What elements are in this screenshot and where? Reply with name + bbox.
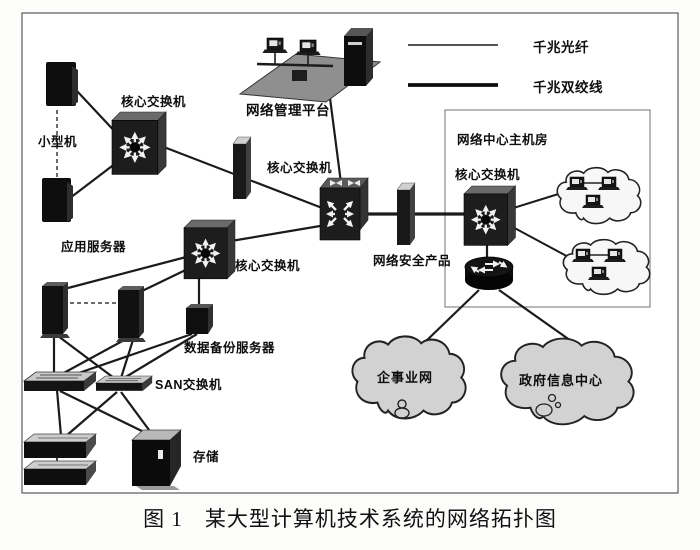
machine-room-box: [444, 109, 651, 308]
disk-array-1-icon: [23, 433, 97, 459]
label-mgmt-platform: 网络管理平台: [246, 103, 330, 118]
server-tower-icon: [116, 286, 146, 342]
label-core-switch-center: 核心交换机: [267, 161, 333, 175]
label-core-switch-left: 核心交换机: [235, 259, 301, 273]
disk-array-2-icon: [23, 460, 97, 486]
gov-cloud-icon: [500, 337, 635, 426]
backup-server-icon: [186, 304, 213, 334]
enterprise-cloud-icon: [351, 335, 467, 420]
label-core-switch-room: 核心交换机: [455, 168, 521, 182]
room-core-switch-icon: [464, 186, 515, 245]
lan-cloud-1: [556, 166, 642, 225]
label-machine-room: 网络中心主机房: [457, 133, 549, 147]
mgmt-platform-icon: [238, 28, 382, 103]
label-gov-cloud: 政府信息中心: [519, 373, 604, 388]
core-switch-3-icon: [184, 220, 235, 279]
san-switch-1-icon: [23, 371, 97, 392]
router-icon: [464, 256, 514, 290]
dashed-links: [56, 110, 118, 304]
minicomputer-tower-icon: [46, 62, 78, 106]
label-app-server: 应用服务器: [61, 240, 127, 254]
label-minicomputer: 小型机: [38, 135, 78, 149]
legend-line-samples: [408, 44, 498, 87]
label-enterprise-cloud: 企事业网: [377, 370, 434, 385]
label-backup-server: 数据备份服务器: [184, 341, 276, 355]
app-server-tower-icon: [42, 178, 73, 222]
figure-caption: 图 1 某大型计算机技术系统的网络拓扑图: [143, 507, 557, 531]
label-san-switch: SAN交换机: [155, 378, 222, 392]
label-security-product: 网络安全产品: [373, 254, 452, 268]
legend-label-fiber: 千兆光纤: [533, 40, 589, 55]
server-tower-icon: [40, 282, 70, 338]
san-switch-2-icon: [95, 375, 153, 392]
distribution-panel-icon: [232, 136, 252, 200]
label-storage: 存储: [193, 450, 220, 464]
security-product-icon: [396, 182, 416, 246]
legend-label-twisted-pair: 千兆双绞线: [533, 80, 603, 95]
core-switch-1-icon: [112, 112, 166, 174]
lan-cloud-2: [562, 238, 651, 296]
label-core-switch-top: 核心交换机: [121, 95, 187, 109]
storage-tower-icon: [130, 429, 183, 490]
